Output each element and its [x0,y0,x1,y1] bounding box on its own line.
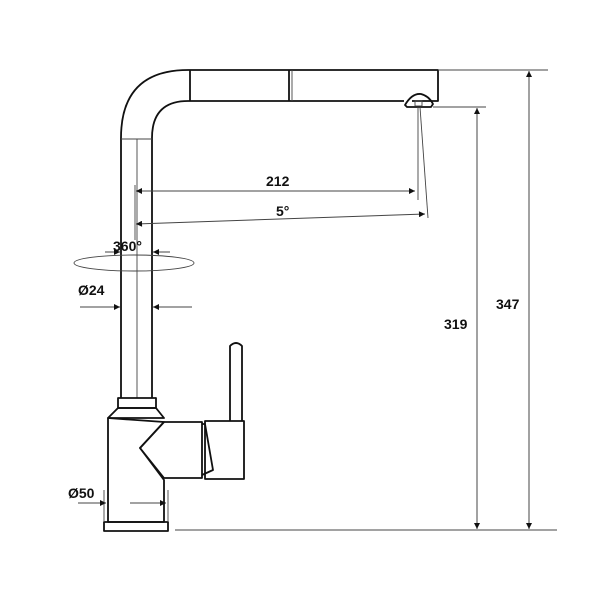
total-height-label: 347 [496,296,520,312]
outlet-height-label: 319 [444,316,468,332]
spray-outlet [404,93,434,108]
column-diameter-label: Ø24 [78,282,105,298]
base-diameter-label: Ø50 [68,485,95,501]
dimension-lines [73,69,557,531]
reach-label: 212 [266,173,290,189]
angle-label: 5° [276,203,289,219]
faucet-body [103,69,439,532]
rotation-label: 360° [113,238,142,254]
